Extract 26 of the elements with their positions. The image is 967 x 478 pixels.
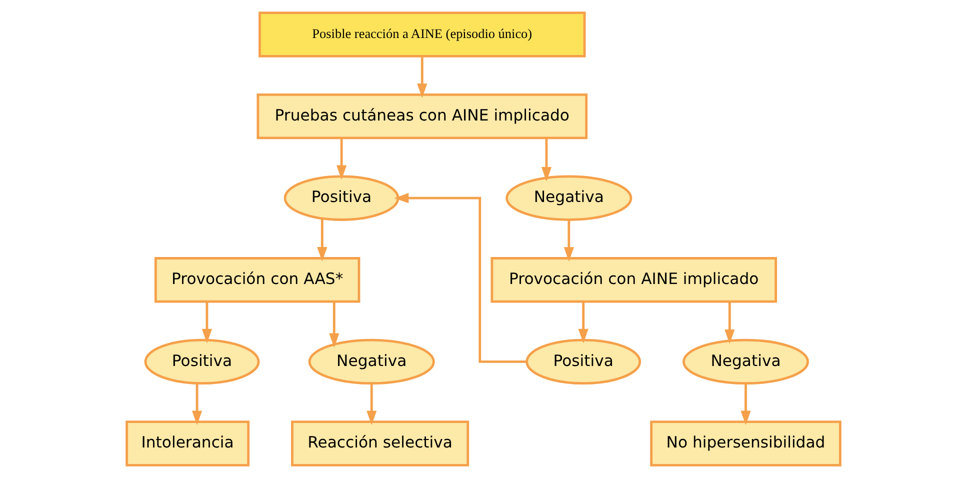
node-ellipse: Positiva <box>144 338 260 385</box>
node-ellipse: Negativa <box>506 175 632 221</box>
arrow <box>394 193 528 363</box>
node-box: Provocación con AINE implicado <box>490 257 778 303</box>
node-ellipse: Positiva <box>284 175 400 221</box>
arrow <box>192 384 202 426</box>
node-box: Intolerancia <box>126 420 250 466</box>
arrow <box>202 302 212 344</box>
arrow <box>417 56 428 98</box>
arrow <box>740 384 751 426</box>
node-ellipse: Positiva <box>526 338 642 385</box>
arrow <box>578 302 588 344</box>
arrow <box>329 302 340 348</box>
arrow <box>317 218 328 262</box>
node-ellipse: Negativa <box>308 338 435 385</box>
arrow <box>541 138 552 182</box>
node-box: Posible reacción a AINE (episodio único) <box>258 12 586 58</box>
arrow <box>564 220 574 262</box>
node-box: Provocación con AAS* <box>154 257 360 303</box>
arrow <box>724 302 735 344</box>
arrow <box>336 138 347 180</box>
node-box: Reacción selectiva <box>291 420 470 466</box>
node-ellipse: Negativa <box>682 338 810 385</box>
arrow <box>366 384 377 426</box>
node-box: No hipersensibilidad <box>650 420 842 466</box>
node-box: Pruebas cutáneas con AINE implicado <box>256 93 588 140</box>
